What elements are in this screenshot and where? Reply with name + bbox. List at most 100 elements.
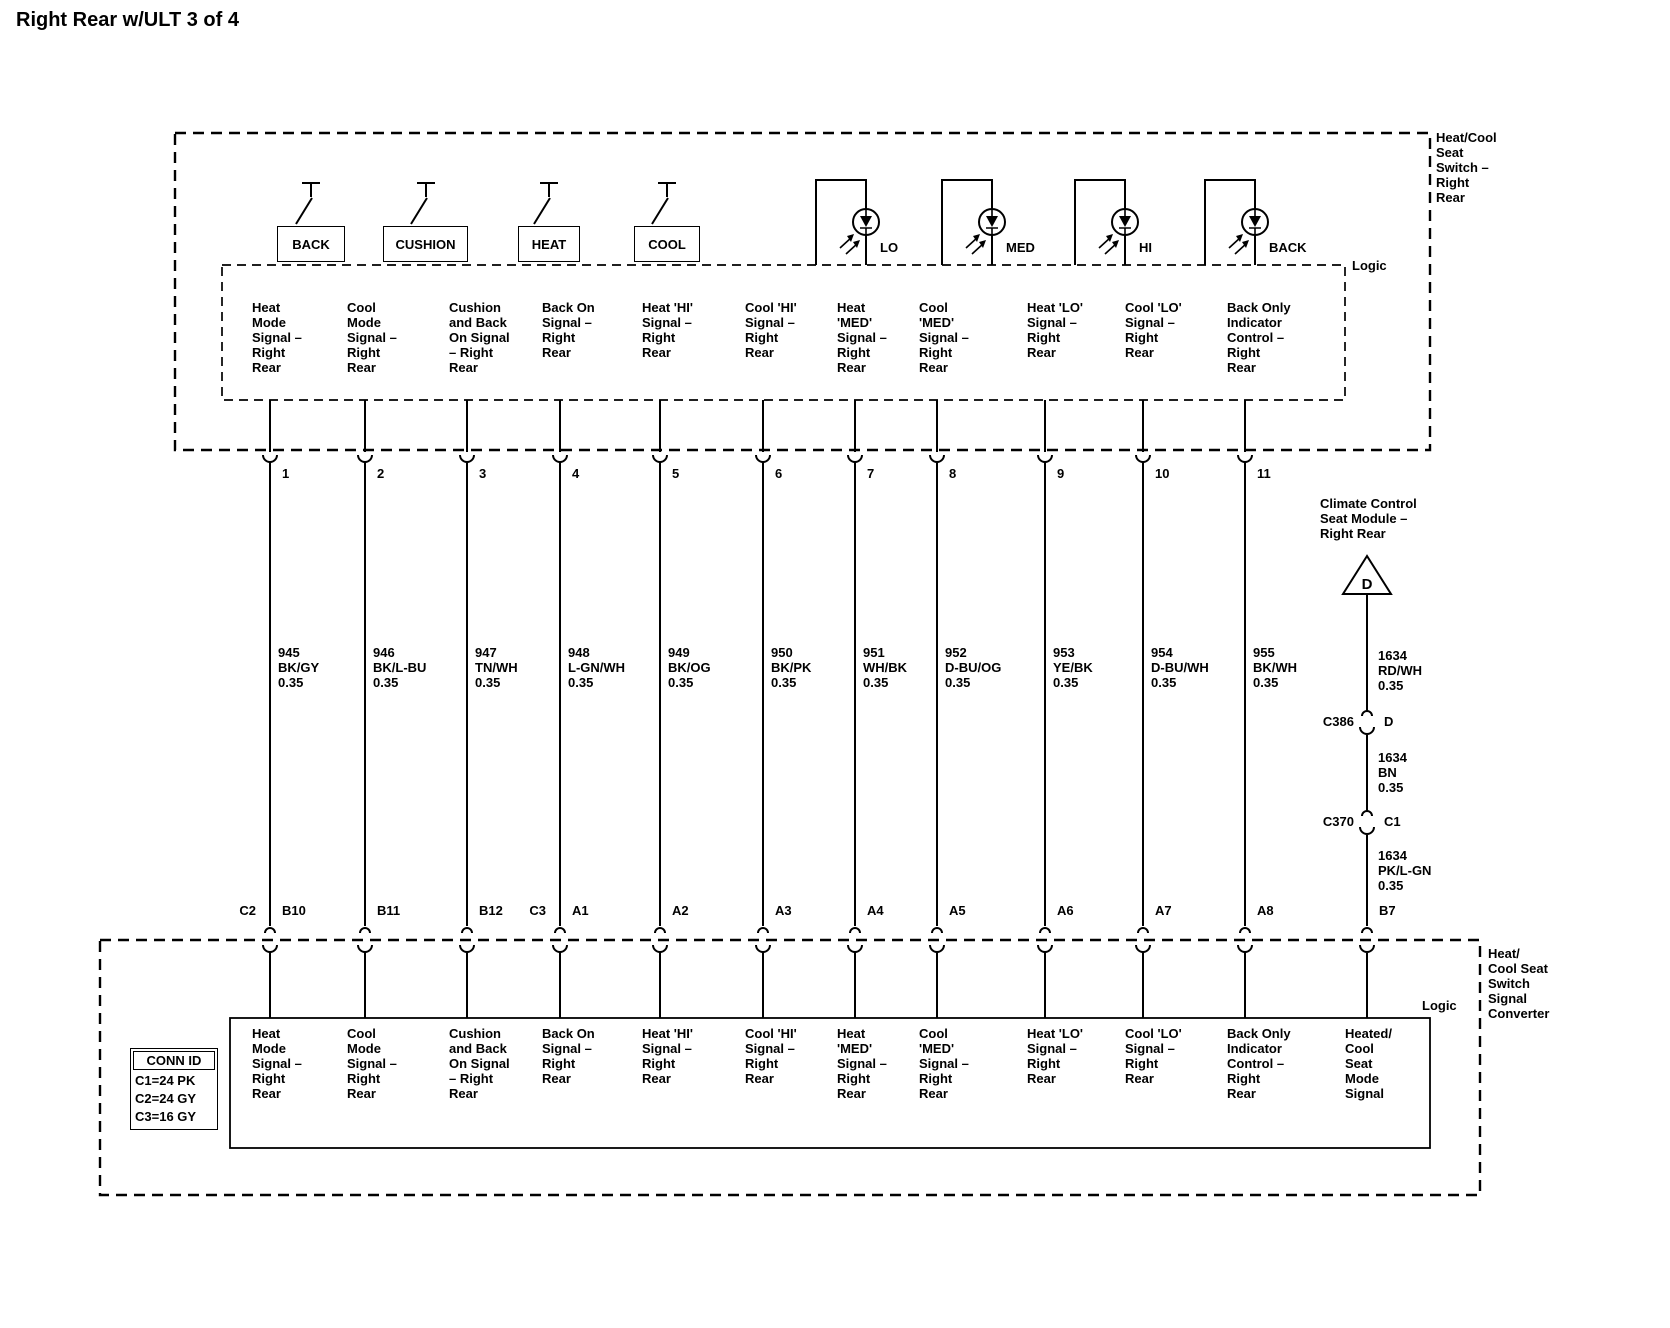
switch-pin-number: 3 [479,466,487,481]
switch-pin-number: 5 [672,466,680,481]
switch-heat: HEAT [518,226,580,262]
module-wire-1-id: 1634 [1378,648,1407,663]
wire-label-wire_color: BK/OG [668,660,711,675]
converter-signal-label: Cool Mode Signal – Right Rear [347,1026,397,1101]
module-wire-3-color: PK/L-GN [1378,863,1432,878]
conn-id-title: CONN ID [133,1051,215,1070]
wire-label-wire_gauge: 0.35 [1253,675,1279,690]
converter-signal-label: Cool 'MED' Signal – Right Rear [919,1026,969,1101]
wire-label-wire_gauge: 0.35 [373,675,399,690]
wire-label-wire_color: TN/WH [475,660,518,675]
connector-symbol [1039,927,1051,934]
module-wire-label-1: 1634 RD/WH 0.35 [1378,648,1458,693]
converter-logic-box [229,1017,1431,1149]
converter-signal-label: Cool 'LO' Signal – Right Rear [1125,1026,1182,1086]
module-wire-1-color: RD/WH [1378,663,1423,678]
connector-pin-label: A1 [572,903,589,918]
switch-signal-label: Cool 'HI' Signal – Right Rear [745,300,797,360]
module-signal-label: Heated/ Cool Seat Mode Signal [1345,1026,1392,1101]
connector-id-label: C2 [239,903,256,918]
connector-pin-label: A7 [1155,903,1172,918]
converter-signal-label: Cool 'HI' Signal – Right Rear [745,1026,797,1086]
wire-label-wire_color: D-BU/OG [945,660,1002,675]
converter-logic-label: Logic [1422,998,1457,1013]
switch-cushion: CUSHION [383,226,468,262]
wire-label-wire_id: 950 [771,645,793,660]
wire-label-wire_id: 953 [1053,645,1075,660]
wire-label-wire_gauge: 0.35 [863,675,889,690]
led-back-icon [1204,179,1269,265]
module-wire-2-color: BN [1378,765,1397,780]
conn-id-entry: C3=16 GY [135,1109,197,1124]
module-wire-3-gauge: 0.35 [1378,878,1404,893]
switch-lever-heat-icon [533,182,558,225]
connector-symbol [359,927,371,934]
wire-label-wire_id: 948 [568,645,590,660]
connector-pin-label: B11 [377,903,401,918]
switch-pin-number: 4 [572,466,580,481]
converter-boundary-box [98,938,1482,1197]
connector-pin-label: A6 [1057,903,1074,918]
switch-logic-label: Logic [1352,258,1387,273]
wire-label-wire_color: YE/BK [1053,660,1093,675]
switch-signal-label: Cushion and Back On Signal – Right Rear [449,300,510,375]
connector-pin-label: A5 [949,903,966,918]
switch-pin-number: 11 [1257,466,1271,481]
wire-label-wire_color: BK/PK [771,660,812,675]
connector-symbol [1239,927,1251,934]
conn-id-entry: C1=24 PK [135,1073,196,1088]
connector-symbol [461,927,473,934]
wire-label-wire_gauge: 0.35 [568,675,594,690]
led-label-med: MED [1006,240,1035,255]
connector-id-label: C3 [529,903,546,918]
switch-logic-box [221,264,1346,401]
switch-back: BACK [277,226,345,262]
module-label: Climate Control Seat Module – Right Rear [1320,496,1417,541]
switch-signal-label: Back On Signal – Right Rear [542,300,595,360]
wire-label-wire_color: L-GN/WH [568,660,626,675]
wire-label-wire_id: 947 [475,645,497,660]
switch-pin-number: 6 [775,466,783,481]
connector-pin-label: A4 [867,903,884,918]
wire-label-wire_color: BK/GY [278,660,320,675]
switch-lever-back-icon [295,182,320,225]
module-wire-2-gauge: 0.35 [1378,780,1404,795]
switch-pin-number: 7 [867,466,875,481]
wire-label-wire_id: 954 [1151,645,1173,660]
switch-signal-label: Cool Mode Signal – Right Rear [347,300,397,375]
connector-pin-label: B10 [282,903,306,918]
connector-symbol [1137,927,1149,934]
switch-signal-label: Back Only Indicator Control – Right Rear [1227,300,1291,375]
wire-label-wire_id: 955 [1253,645,1275,660]
wire-label-wire_color: BK/L-BU [373,660,427,675]
converter-signal-label: Heat Mode Signal – Right Rear [252,1026,302,1101]
wire-label-wire_gauge: 0.35 [278,675,304,690]
led-label-hi: HI [1139,240,1152,255]
switch-signal-label: Heat 'LO' Signal – Right Rear [1027,300,1084,360]
converter-signal-label: Back On Signal – Right Rear [542,1026,595,1086]
converter-signal-label: Heat 'LO' Signal – Right Rear [1027,1026,1084,1086]
wire-label-wire_color: BK/WH [1253,660,1298,675]
connector-c386-pin: D [1384,714,1394,729]
offpage-ref-letter: D [1362,576,1373,593]
connector-symbol [931,927,943,934]
connector-pin-label: A8 [1257,903,1274,918]
wire-label-wire_color: D-BU/WH [1151,660,1209,675]
switch-signal-label: Cool 'MED' Signal – Right Rear [919,300,969,375]
switch-pin-number: 9 [1057,466,1065,481]
converter-signal-label: Heat 'MED' Signal – Right Rear [837,1026,887,1101]
module-wire-2-id: 1634 [1378,750,1407,765]
converter-signal-label: Heat 'HI' Signal – Right Rear [642,1026,693,1086]
switch-lever-cool-icon [651,182,676,225]
